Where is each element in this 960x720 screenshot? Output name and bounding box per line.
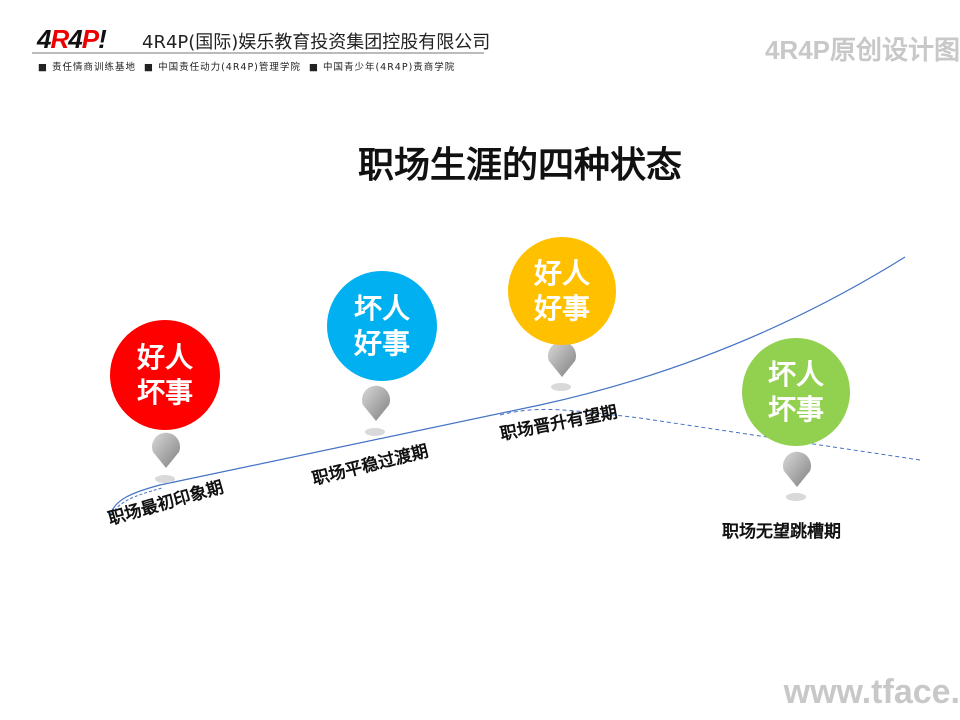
pin-icon (548, 341, 576, 391)
header-subtitle: ■ 责任情商训练基地 ■ 中国责任动力(4R4P)管理学院 ■ 中国青少年(4R… (38, 62, 456, 73)
header-divider (32, 52, 484, 54)
pin-icon (152, 432, 180, 483)
logo: 4R4P! (37, 24, 107, 54)
state-circle-bad-person-bad-thing: 坏人坏事 (742, 338, 850, 446)
watermark-bottom: www.tface. (783, 673, 960, 711)
stage-label: 职场无望跳槽期 (722, 522, 841, 542)
state-circle-good-person-good-thing: 好人好事 (508, 237, 616, 345)
pin-icon (783, 451, 811, 501)
state-circle-bad-person-good-thing: 坏人好事 (327, 271, 437, 381)
company-name: 4R4P(国际)娱乐教育投资集团控股有限公司 (142, 32, 491, 53)
pin-icon (362, 385, 391, 436)
page-title: 职场生涯的四种状态 (357, 144, 682, 186)
state-circle-good-person-bad-thing: 好人坏事 (110, 320, 220, 430)
watermark-top: 4R4P原创设计图 (764, 35, 960, 65)
